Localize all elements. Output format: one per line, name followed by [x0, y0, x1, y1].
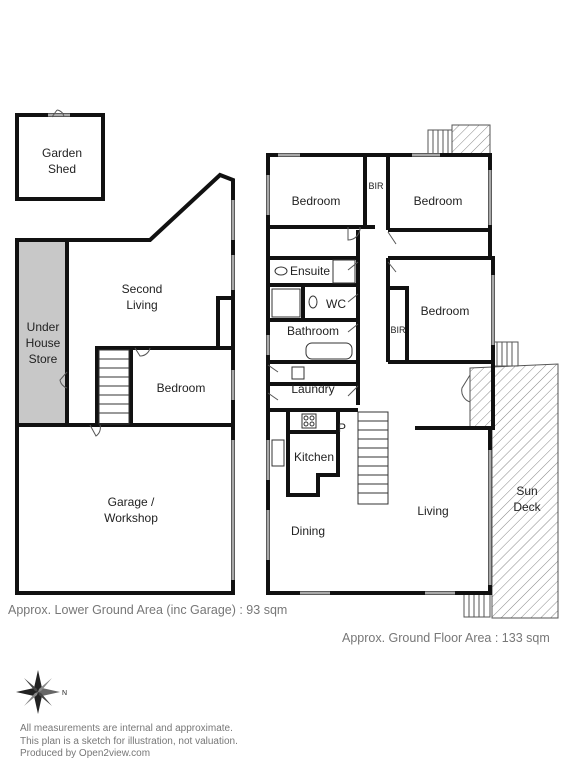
lower-stairs: [98, 349, 130, 425]
label-bedroom-ne: Bedroom: [414, 194, 463, 208]
lower-outline: [15, 172, 235, 595]
label-store-3: Store: [29, 352, 58, 366]
label-ensuite: Ensuite: [290, 264, 330, 278]
label-bir-side: BIR: [390, 325, 406, 335]
label-garden-shed: Garden: [42, 146, 82, 160]
compass-icon: N: [16, 670, 67, 714]
ground-stairs: [357, 411, 389, 505]
label-bir-top: BIR: [368, 181, 384, 191]
wc-shower: [271, 288, 301, 318]
label-laundry: Laundry: [291, 382, 334, 396]
lower-ground-plan: [15, 113, 235, 595]
label-second-living-2: Living: [126, 298, 157, 312]
label-bathroom: Bathroom: [287, 324, 339, 338]
label-store-1: Under: [27, 320, 60, 334]
label-second-living: Second: [122, 282, 163, 296]
compass-label: N: [62, 690, 67, 697]
disclaimer-line-2: This plan is a sketch for illustration, …: [20, 735, 238, 747]
room-labels: Garden Shed Second Living Under House St…: [26, 146, 542, 538]
lower-doors: [51, 109, 151, 437]
label-garage: Garage /: [108, 495, 155, 509]
disclaimer-line-3: Produced by Open2view.com: [20, 748, 151, 759]
label-sun-deck-2: Deck: [513, 500, 541, 514]
disclaimer-line-1: All measurements are internal and approx…: [20, 723, 233, 734]
laundry-tub: [291, 366, 305, 380]
sun-deck: [469, 363, 559, 619]
label-wc: WC: [326, 297, 346, 311]
ground-area-text: Approx. Ground Floor Area : 133 sqm: [342, 631, 550, 645]
lower-bedroom-walls: [95, 346, 233, 425]
label-bedroom-nw: Bedroom: [292, 194, 341, 208]
lower-area-text: Approx. Lower Ground Area (inc Garage) :…: [8, 603, 288, 617]
label-pantry: P: [338, 421, 346, 435]
cooktop: [301, 413, 317, 429]
fixtures: [271, 259, 356, 467]
toilet-ensuite: [274, 266, 288, 276]
bath: [305, 342, 353, 360]
disclaimer: All measurements are internal and approx…: [20, 723, 238, 761]
deck-steps: [427, 124, 519, 618]
kitchen-sink: [271, 439, 285, 467]
label-garden-shed-2: Shed: [48, 162, 76, 176]
label-dining: Dining: [291, 524, 325, 538]
second-living-wall: [216, 296, 233, 348]
label-kitchen: Kitchen: [294, 450, 334, 464]
lower-windows: [48, 113, 235, 580]
ground-windows: [266, 153, 495, 595]
label-lower-bedroom: Bedroom: [157, 381, 206, 395]
label-sun-deck: Sun: [516, 484, 537, 498]
toilet-wc: [308, 295, 318, 309]
label-bedroom-se: Bedroom: [421, 304, 470, 318]
label-garage-2: Workshop: [104, 511, 158, 525]
label-living: Living: [417, 504, 448, 518]
label-store-2: House: [26, 336, 61, 350]
ground-doors: [267, 226, 471, 403]
ensuite-shower: [332, 259, 356, 284]
under-house-store-fill: [19, 242, 65, 424]
